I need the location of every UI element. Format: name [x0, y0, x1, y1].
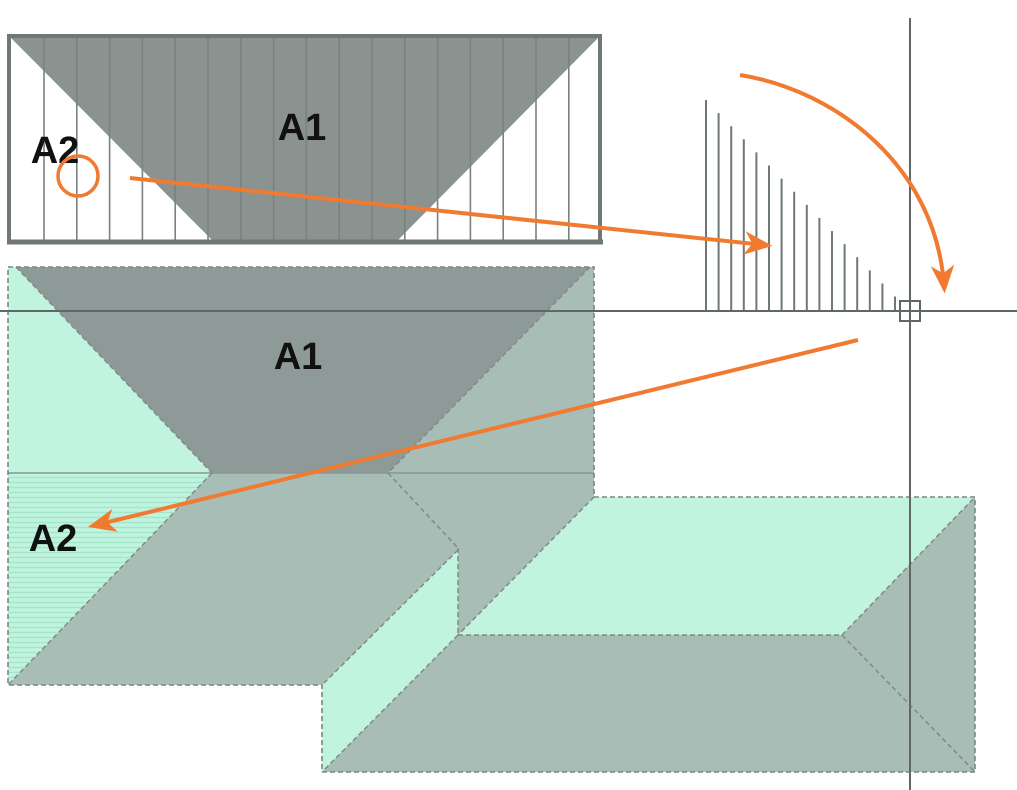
arrow-section-to-plan — [87, 338, 859, 532]
elevation-label-a2: A2 — [31, 130, 80, 172]
plan-hip-line-lower — [387, 472, 459, 549]
elevation-hip-face-a1 — [11, 38, 598, 240]
rotation-arrow — [739, 73, 955, 294]
plan-label-a2: A2 — [29, 518, 78, 560]
plan-outline — [7, 266, 976, 773]
orange-arrows — [87, 73, 955, 532]
plan-face-left-wing-slope — [8, 473, 458, 685]
plan-hip-face-a1 — [16, 267, 590, 473]
plan-face-wing-end-left — [322, 550, 458, 772]
elevation-hatch-lines — [43, 38, 570, 240]
roof-plan: A1 A2 — [7, 266, 976, 773]
plan-hip-line-right — [387, 266, 591, 474]
plan-wing-valley — [457, 496, 595, 636]
plan-hip-line-a2 — [7, 472, 213, 686]
plan-face-wing-bottom — [322, 635, 975, 772]
plan-label-a1: A1 — [274, 336, 323, 378]
a2-marker-circle — [56, 154, 100, 198]
arrow-elevation-to-section — [129, 176, 773, 255]
roof-elevation: A1 A2 — [7, 34, 603, 245]
plan-face-wing-end-right — [842, 497, 975, 772]
rotated-section-lines — [705, 100, 896, 310]
rotation-pivot-box — [899, 300, 921, 322]
plan-face-wing-top — [458, 497, 975, 635]
plan-face-left-end — [8, 267, 212, 473]
plan-hip-line-left — [15, 266, 213, 474]
elevation-label-a1: A1 — [278, 107, 327, 149]
plan-wing-hip-lower — [321, 634, 459, 773]
plan-face-right-slope — [388, 267, 594, 635]
reference-axes — [0, 18, 1017, 790]
